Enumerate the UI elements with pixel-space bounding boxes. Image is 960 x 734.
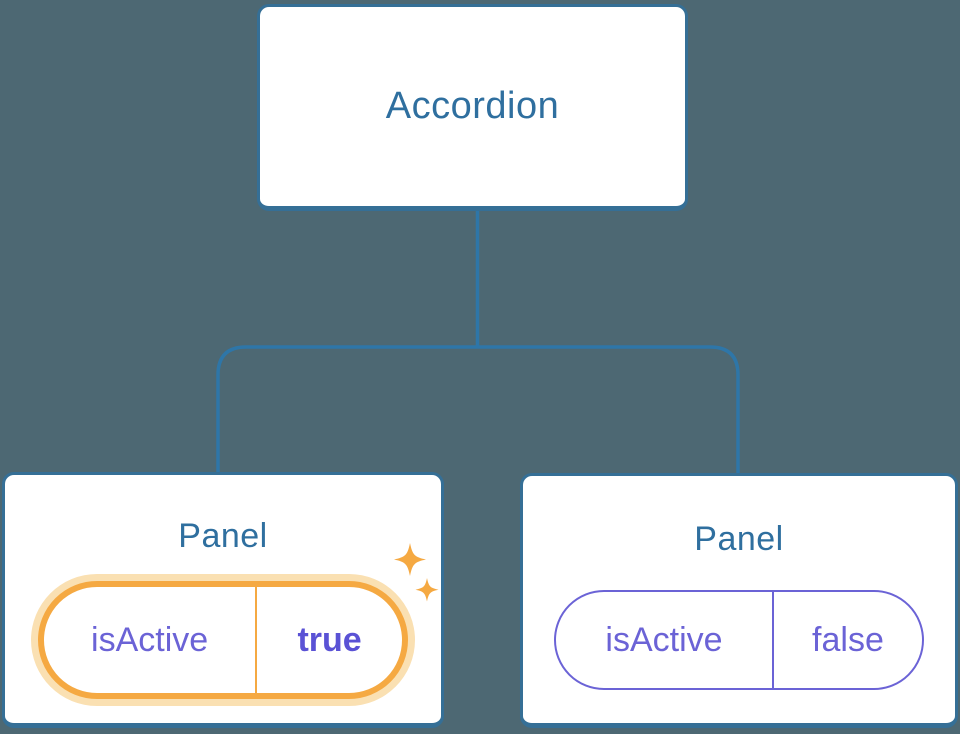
panel-node-active: Panel isActive true	[2, 472, 444, 728]
state-pill-inactive: isActive false	[554, 590, 924, 690]
accordion-node-label: Accordion	[385, 85, 560, 127]
state-value: true	[297, 621, 362, 659]
panel-node-label: Panel	[178, 517, 268, 555]
accordion-node: Accordion	[257, 4, 688, 211]
panel-node-label: Panel	[694, 520, 784, 558]
panel-node-inactive: Panel isActive false	[520, 473, 958, 728]
state-pill-active: isActive true	[38, 581, 408, 699]
state-name: isActive	[44, 587, 258, 693]
connector-branch	[216, 345, 740, 474]
state-name: isActive	[556, 592, 774, 688]
state-value: false	[812, 621, 884, 659]
